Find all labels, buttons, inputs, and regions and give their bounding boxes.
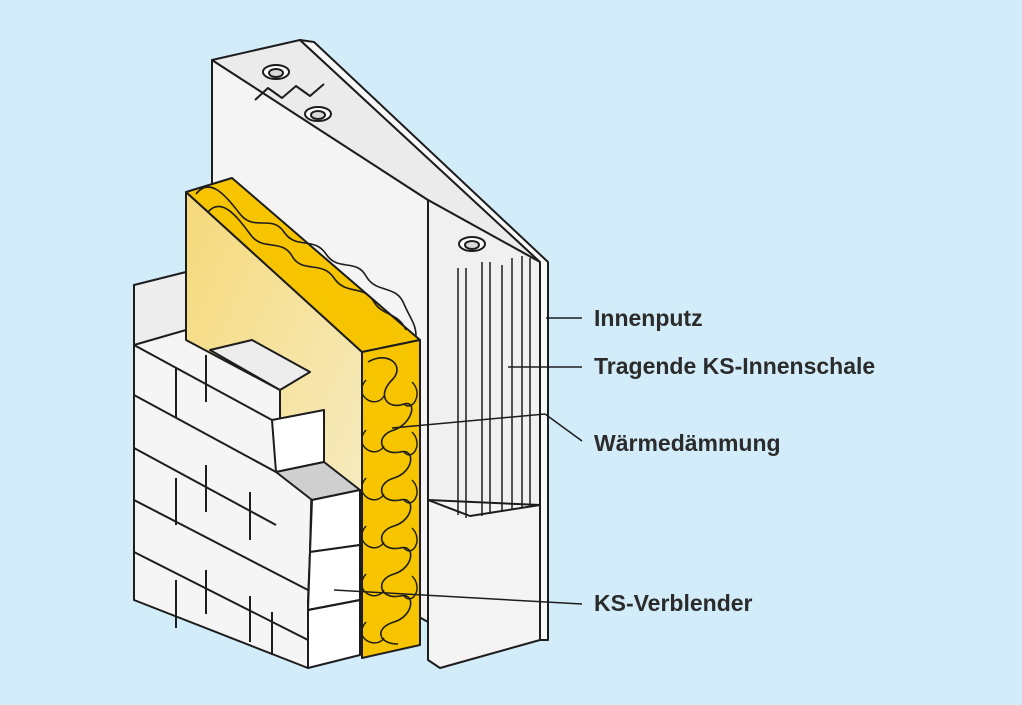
label-verblender: KS-Verblender bbox=[594, 590, 753, 616]
leader-verblender bbox=[333, 589, 583, 605]
label-daemmung: Wärmedämmung bbox=[594, 430, 781, 456]
leader-lines bbox=[333, 317, 583, 605]
leader-daemmung-b bbox=[544, 413, 583, 442]
leader-daemmung bbox=[391, 413, 546, 429]
facing-brickwork bbox=[133, 271, 361, 669]
label-innenschale: Tragende KS-Innenschale bbox=[594, 353, 876, 379]
label-innenputz: Innenputz bbox=[594, 305, 703, 331]
